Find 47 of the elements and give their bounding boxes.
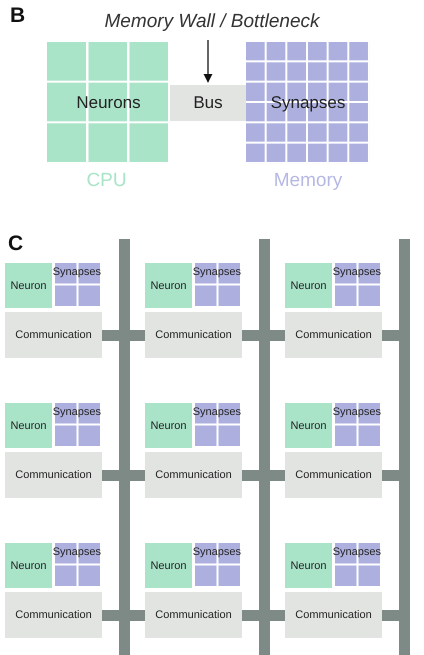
annotation-text: Memory Wall / Bottleneck [80,10,344,34]
neuron-block: Neuron [285,263,332,308]
neuron-block: Neuron [5,543,52,588]
synapses-block [55,543,102,588]
bus-block: Bus [170,85,246,121]
synapses-block [335,263,382,308]
block-label: Synapses [332,406,381,418]
neuron-block: Neuron [5,263,52,308]
synapses-block [195,403,242,448]
block-label: Synapses [52,546,101,558]
communication-block: Communication [285,312,382,358]
communication-block: Communication [145,312,242,358]
block-label: Synapses [52,406,101,418]
arrow [203,40,213,83]
block-label: Synapses [192,266,241,278]
block-label: Synapses [52,266,101,278]
cpu-neurons-block [47,42,170,164]
block-label: Synapses [332,546,381,558]
neuron-block: Neuron [285,543,332,588]
memory-synapses-block [246,42,370,164]
caption-text: CPU [85,170,128,192]
synapses-block [335,403,382,448]
block-label: Synapses [192,546,241,558]
synapses-block [335,543,382,588]
panel-letter: C [8,232,24,256]
block-label: Synapses [192,406,241,418]
communication-block: Communication [145,452,242,498]
panel-letter: B [10,4,26,28]
communication-block: Communication [5,452,102,498]
synapses-block [55,263,102,308]
block-label: Neurons [76,93,141,113]
caption-text: Memory [272,170,344,192]
neuron-block: Neuron [145,543,192,588]
neuron-block: Neuron [285,403,332,448]
neuron-block: Neuron [5,403,52,448]
communication-block: Communication [145,592,242,638]
block-label: Synapses [270,93,346,113]
neuron-block: Neuron [145,263,192,308]
synapses-block [55,403,102,448]
communication-block: Communication [5,312,102,358]
communication-block: Communication [285,592,382,638]
communication-block: Communication [5,592,102,638]
synapses-block [195,263,242,308]
neuron-block: Neuron [145,403,192,448]
synapses-block [195,543,242,588]
communication-block: Communication [285,452,382,498]
block-label: Synapses [332,266,381,278]
